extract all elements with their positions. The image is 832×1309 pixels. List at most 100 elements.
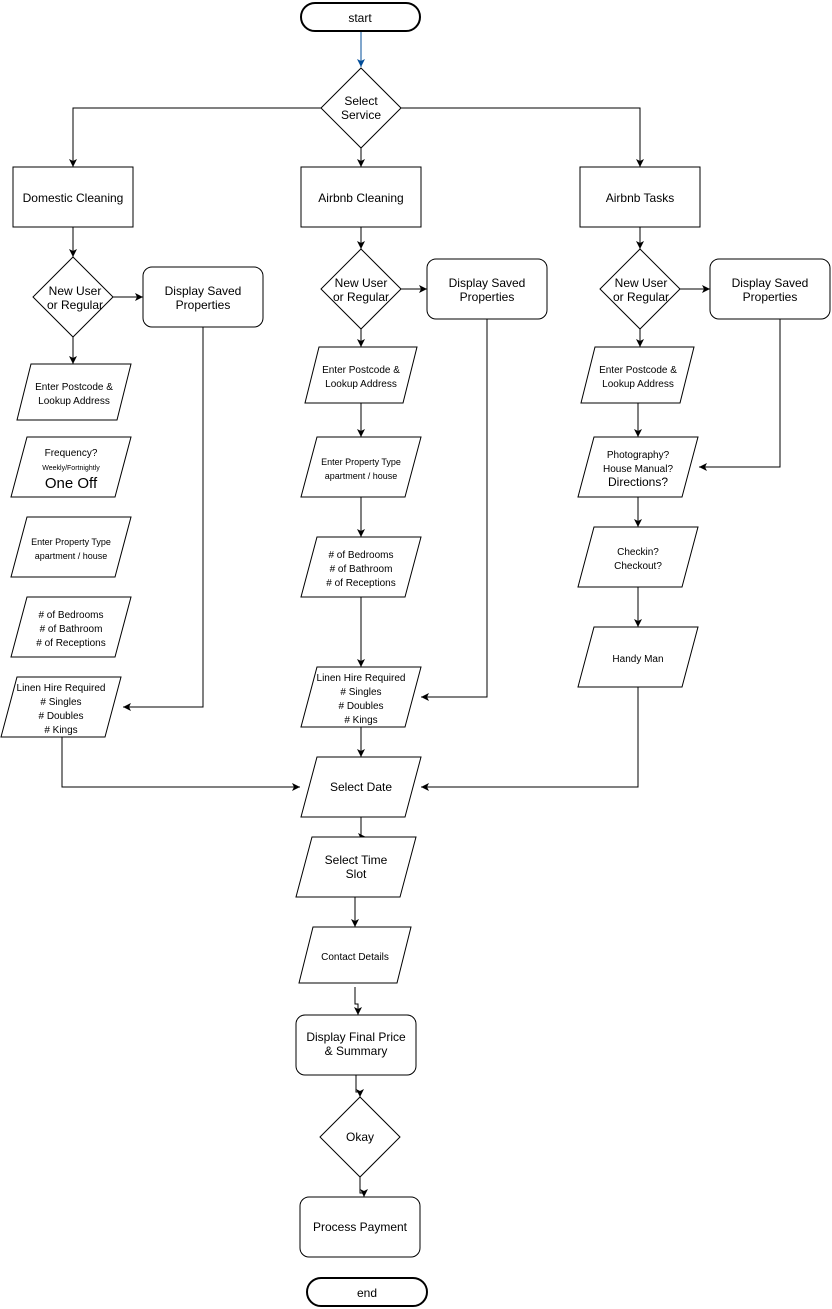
edge-service-to-domestic: [69, 107, 321, 167]
airbnb-cleaning-postcode-line1: Enter Postcode &: [322, 365, 400, 376]
airbnb-cleaning-property-type-line1: Enter Property Type: [321, 457, 401, 467]
select-service-decision: Select Service: [320, 67, 402, 149]
domestic-postcode-input: [16, 363, 132, 421]
airbnb-cleaning-saved-line1: Display Saved: [449, 276, 526, 290]
airbnb-tasks-user-decision: [599, 248, 681, 330]
domestic-cleaning-label: Domestic Cleaning: [23, 191, 124, 205]
domestic-decision-line1: New User: [49, 284, 102, 298]
final-price-line2: & Summary: [325, 1044, 388, 1058]
domestic-frequency-input: [10, 436, 132, 498]
end-node: [306, 1277, 428, 1307]
domestic-frequency-sub: Weekly/Fortnightly: [42, 465, 100, 472]
edge-service-to-airbnb-tasks: [401, 107, 644, 167]
airbnb-tasks-photography-line3: Directions?: [608, 475, 668, 489]
select-service-diamond: [320, 67, 402, 149]
okay-decision: [319, 1096, 401, 1178]
airbnb-cleaning-saved-line2: Properties: [460, 290, 515, 304]
final-price-line1: Display Final Price: [306, 1030, 406, 1044]
select-time-input: [295, 836, 417, 898]
domestic-rooms-line3: # of Receptions: [36, 638, 106, 649]
airbnb-tasks-column: Airbnb Tasks New User or Regular Display…: [577, 166, 831, 688]
domestic-property-type-input: [10, 516, 132, 578]
process-payment-box: [299, 1196, 421, 1258]
edge-date-to-time: [358, 817, 366, 841]
end-terminal: end: [306, 1277, 428, 1307]
airbnb-tasks-saved-properties: [709, 258, 831, 320]
airbnb-cleaning-postcode-input: [304, 346, 418, 404]
airbnb-cleaning-linen-line2: # Singles: [340, 687, 381, 698]
contact-details-input: [298, 926, 412, 984]
domestic-frequency-title: Frequency?: [45, 448, 98, 459]
airbnb-cleaning-property-type-line2: apartment / house: [325, 471, 398, 481]
edge-domestic-linen-to-date: [61, 737, 300, 791]
end-label: end: [357, 1286, 377, 1300]
airbnb-tasks-saved-line1: Display Saved: [732, 276, 809, 290]
airbnb-cleaning-label: Airbnb Cleaning: [318, 191, 403, 205]
airbnb-cleaning-rooms-line2: # of Bathroom: [330, 564, 393, 575]
airbnb-cleaning-rooms-line3: # of Receptions: [326, 578, 396, 589]
airbnb-cleaning-decision-line2: or Regular: [333, 290, 389, 304]
airbnb-cleaning-box: [300, 166, 422, 228]
domestic-linen-input: [0, 676, 122, 738]
checkout-flow: Select Date Select Time Slot Contact Det…: [295, 756, 422, 1258]
edge-contact-to-price: [354, 987, 362, 1015]
domestic-cleaning-box: [12, 166, 134, 228]
edge-tasks-saved-to-photography: [699, 319, 781, 471]
domestic-rooms-line1: # of Bedrooms: [38, 610, 103, 621]
domestic-saved-properties: [142, 266, 264, 328]
airbnb-cleaning-linen-line4: # Kings: [344, 715, 377, 726]
contact-details-label: Contact Details: [321, 952, 389, 963]
start-label: start: [348, 11, 372, 25]
select-time-line1: Select Time: [325, 853, 388, 867]
domestic-postcode-line1: Enter Postcode &: [35, 382, 113, 393]
domestic-linen-line2: # Singles: [40, 697, 81, 708]
domestic-property-type-line2: apartment / house: [35, 551, 108, 561]
airbnb-tasks-postcode-line2: Lookup Address: [602, 379, 674, 390]
domestic-saved-line1: Display Saved: [165, 284, 242, 298]
airbnb-cleaning-decision-line1: New User: [335, 276, 388, 290]
airbnb-tasks-checkin-input: [577, 526, 699, 588]
edge-price-to-okay: [355, 1075, 364, 1097]
airbnb-tasks-photography-input: [577, 436, 699, 498]
airbnb-cleaning-column: Airbnb Cleaning New User or Regular Disp…: [300, 166, 548, 728]
start-terminal: start: [300, 2, 421, 32]
domestic-property-type-line1: Enter Property Type: [31, 537, 111, 547]
domestic-linen-line4: # Kings: [44, 725, 77, 736]
domestic-postcode-line2: Lookup Address: [38, 396, 110, 407]
airbnb-tasks-photography-line2: House Manual?: [603, 464, 673, 475]
airbnb-cleaning-postcode-line2: Lookup Address: [325, 379, 397, 390]
airbnb-cleaning-property-type-input: [300, 436, 422, 498]
select-time-line2: Slot: [346, 867, 367, 881]
airbnb-cleaning-linen-line3: # Doubles: [338, 701, 383, 712]
airbnb-tasks-handyman-input: [577, 626, 699, 688]
airbnb-tasks-label: Airbnb Tasks: [606, 191, 674, 205]
domestic-decision-line2: or Regular: [47, 298, 103, 312]
airbnb-tasks-decision-line2: or Regular: [613, 290, 669, 304]
airbnb-tasks-checkin-line1: Checkin?: [617, 547, 659, 558]
airbnb-tasks-postcode-line1: Enter Postcode &: [599, 365, 677, 376]
edge-okay-to-payment: [359, 1177, 368, 1197]
airbnb-cleaning-saved-properties: [426, 258, 548, 320]
edge-tasks-handyman-to-date: [421, 687, 639, 791]
select-date-input: [300, 756, 422, 818]
edge-cleaning-saved-to-linen: [421, 319, 488, 701]
final-price-summary-box: [295, 1014, 417, 1076]
domestic-saved-line2: Properties: [176, 298, 231, 312]
airbnb-tasks-box: [579, 166, 701, 228]
domestic-cleaning-column: Domestic Cleaning New User or Regular Di…: [0, 166, 264, 738]
airbnb-cleaning-linen-input: [300, 666, 422, 728]
airbnb-tasks-photography-line1: Photography?: [607, 450, 670, 461]
airbnb-tasks-checkin-line2: Checkout?: [614, 561, 662, 572]
domestic-linen-line3: # Doubles: [38, 711, 83, 722]
domestic-frequency-big: One Off: [45, 475, 98, 492]
airbnb-cleaning-rooms-line1: # of Bedrooms: [328, 550, 393, 561]
select-service-line2: Service: [341, 108, 381, 122]
select-service-line1: Select: [344, 94, 378, 108]
start-node: [300, 2, 421, 32]
domestic-rooms-input: [10, 596, 132, 658]
airbnb-tasks-decision-line1: New User: [615, 276, 668, 290]
domestic-linen-line1: Linen Hire Required: [17, 683, 106, 694]
airbnb-cleaning-linen-line1: Linen Hire Required: [317, 673, 406, 684]
domestic-rooms-line2: # of Bathroom: [40, 624, 103, 635]
